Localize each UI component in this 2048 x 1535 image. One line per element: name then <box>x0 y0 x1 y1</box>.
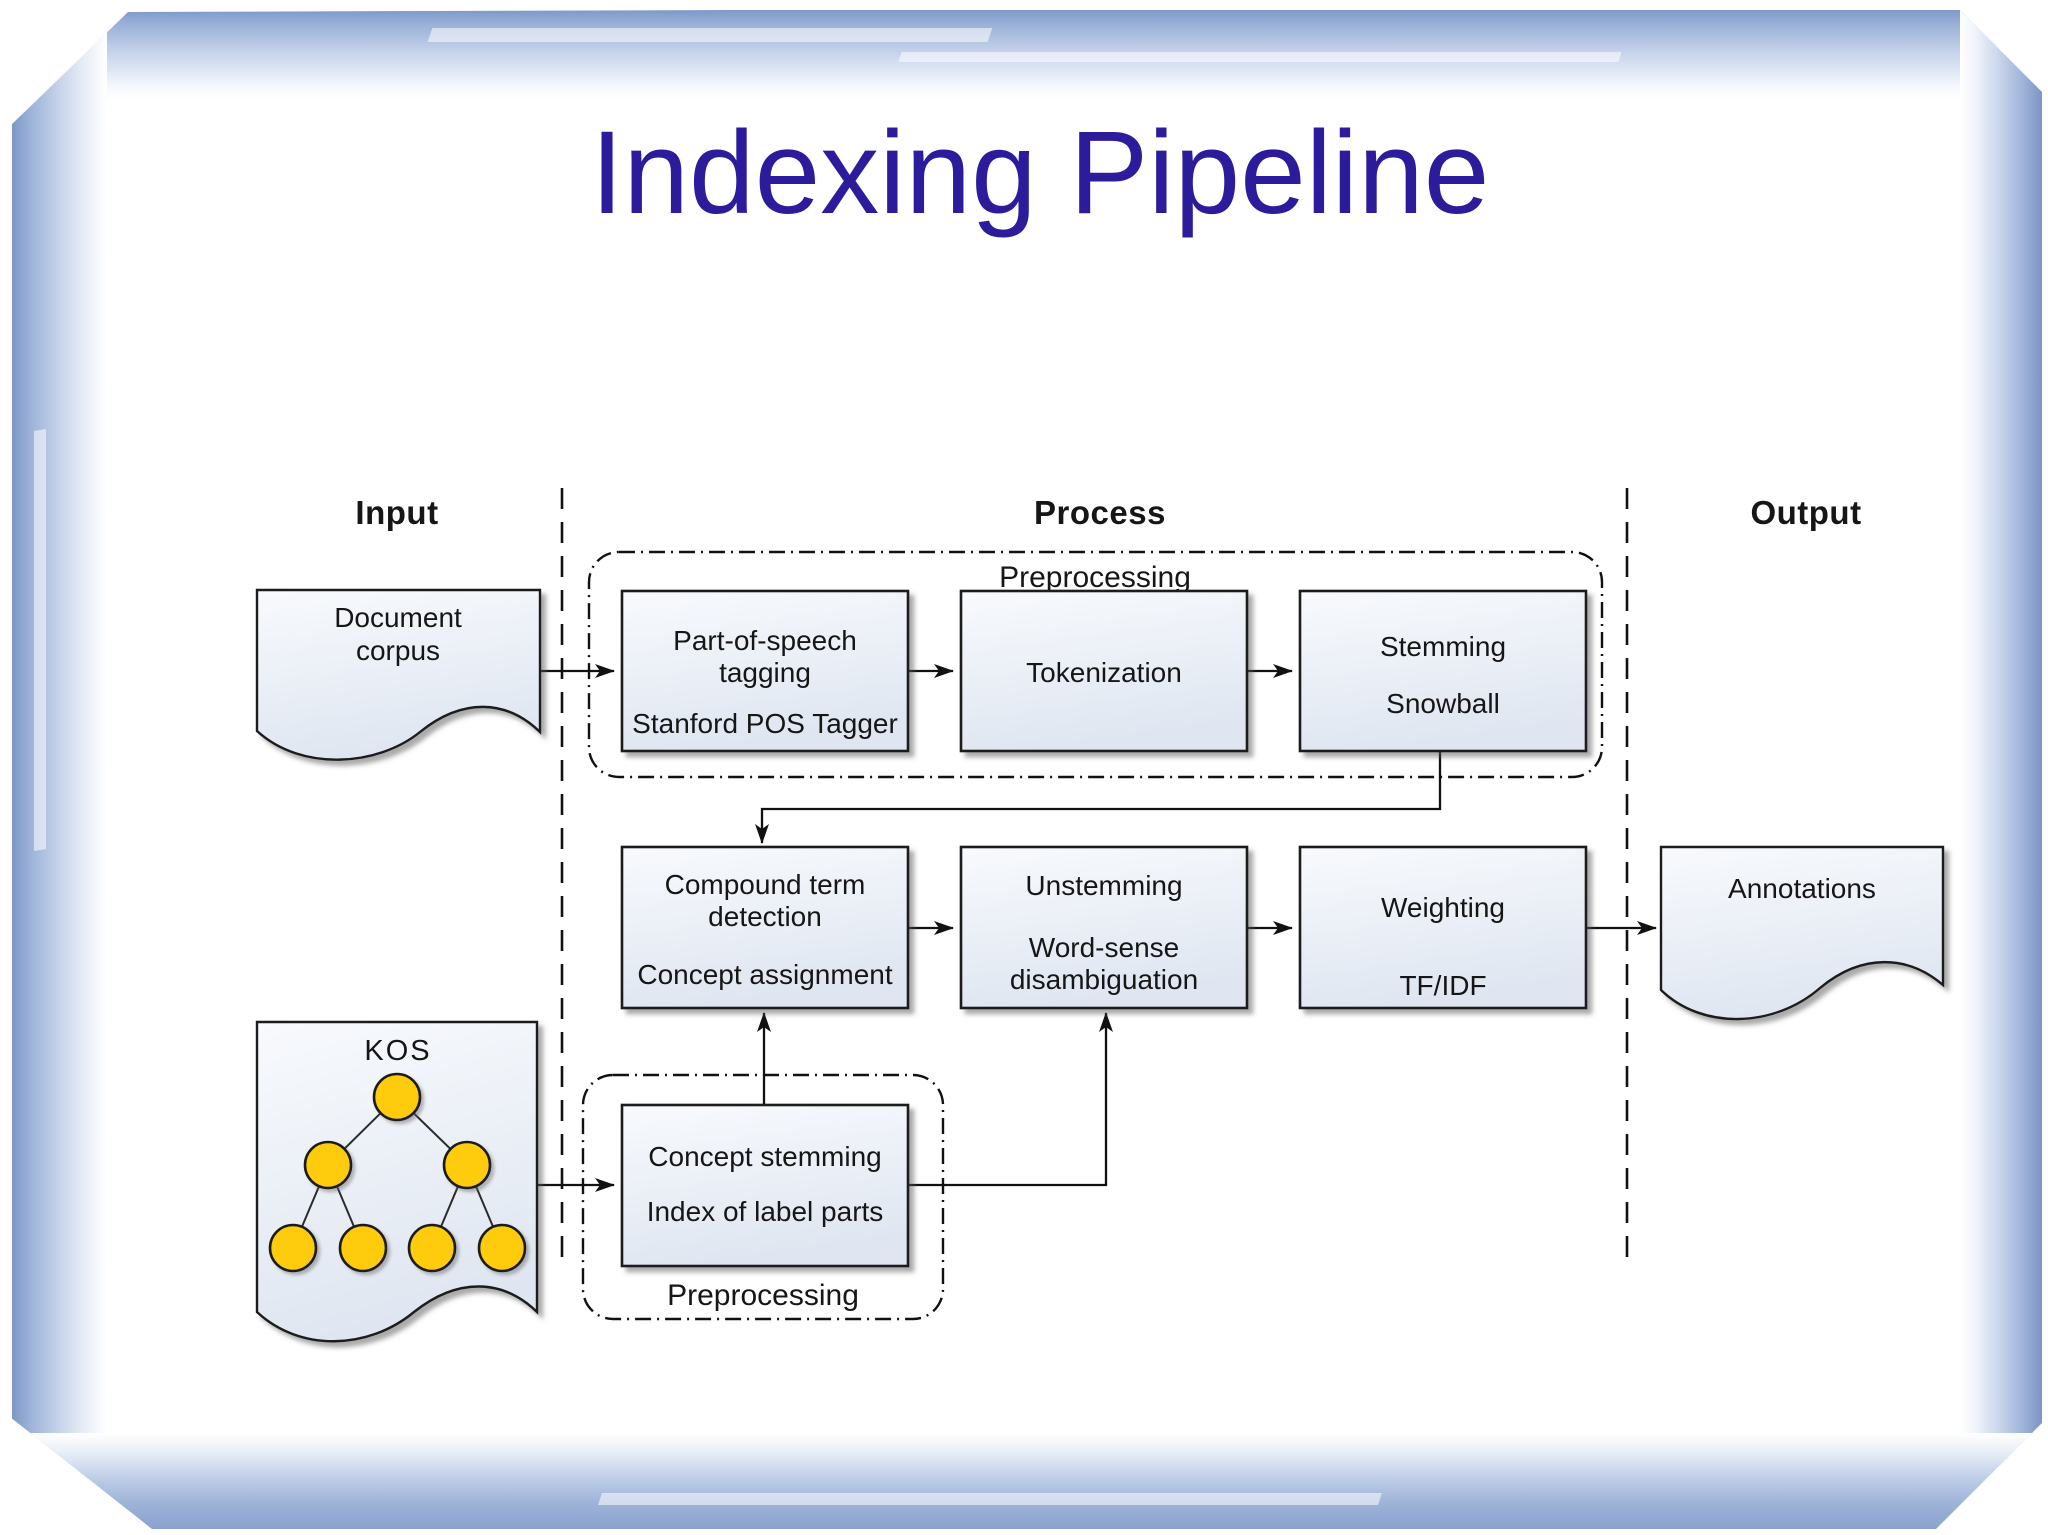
column-header-process: Process <box>1034 494 1166 531</box>
tokenization-box <box>959 589 1249 753</box>
weighting-box <box>1298 845 1588 1010</box>
stemming-label: Stemming <box>1380 631 1506 662</box>
unstemming-label-line1: Unstemming <box>1025 870 1182 901</box>
node-concept-stemming: Concept stemming Index of label parts <box>620 1103 910 1268</box>
node-weighting: Weighting TF/IDF <box>1298 845 1588 1010</box>
kos-tree-nodes <box>268 1072 527 1273</box>
stemming-box <box>1298 589 1588 753</box>
document-corpus-label-line1: Document <box>334 602 462 633</box>
kos-shape <box>255 1020 539 1343</box>
compound-label-line2: detection <box>708 901 822 932</box>
kos-tree-node <box>303 1140 353 1190</box>
kos-tree-node <box>442 1140 492 1190</box>
node-kos: KOS <box>255 1020 539 1343</box>
kos-tree-node <box>338 1223 388 1273</box>
compound-label-line1: Compound term <box>665 869 866 900</box>
weighting-label: Weighting <box>1381 892 1505 923</box>
column-header-input: Input <box>355 494 438 531</box>
node-pos-tagging: Part-of-speech tagging Stanford POS Tagg… <box>620 589 910 753</box>
kos-label: KOS <box>364 1035 431 1067</box>
document-corpus-label-line2: corpus <box>356 635 440 666</box>
node-stemming: Stemming Snowball <box>1298 589 1588 753</box>
compound-term-detection-box <box>620 845 910 1010</box>
unstemming-box <box>959 845 1249 1010</box>
arrow-conceptstemming-to-unstemming <box>908 1012 1113 1187</box>
node-compound-term-detection: Compound term detection Concept assignme… <box>620 845 910 1010</box>
pos-tagging-label-line2: tagging <box>719 657 811 688</box>
tokenization-label: Tokenization <box>1026 657 1182 688</box>
node-document-corpus: Document corpus <box>255 588 542 761</box>
unstemming-label-line3: disambiguation <box>1010 964 1198 995</box>
stemming-tool-label: Snowball <box>1386 688 1500 719</box>
group-top-preprocessing <box>587 550 1604 779</box>
unstemming-label-line2: Word-sense <box>1029 932 1179 963</box>
node-annotations: Annotations <box>1659 845 1945 1021</box>
compound-tool-label: Concept assignment <box>637 959 892 990</box>
annotations-shape <box>1659 845 1945 1021</box>
concept-stemming-label-line1: Concept stemming <box>648 1141 881 1172</box>
kos-tree-node <box>477 1223 527 1273</box>
kos-tree-node <box>268 1223 318 1273</box>
pos-tagging-box <box>620 589 910 753</box>
slide-title: Indexing Pipeline <box>591 107 1490 239</box>
weighting-tool-label: TF/IDF <box>1399 970 1486 1001</box>
arrow-stemming-to-compound <box>755 751 1442 844</box>
node-unstemming: Unstemming Word-sense disambiguation <box>959 845 1249 1010</box>
concept-stemming-label-line2: Index of label parts <box>647 1196 884 1227</box>
column-header-output: Output <box>1750 494 1861 531</box>
kos-tree-node <box>407 1223 457 1273</box>
pos-tagging-tool-label: Stanford POS Tagger <box>632 708 898 739</box>
document-corpus-shape <box>255 588 542 761</box>
group-bottom-preprocessing-label: Preprocessing <box>667 1279 859 1312</box>
kos-tree-root-node <box>372 1072 422 1122</box>
pos-tagging-label-line1: Part-of-speech <box>673 625 857 656</box>
concept-stemming-box <box>620 1103 910 1268</box>
group-top-preprocessing-label: Preprocessing <box>999 561 1191 594</box>
node-tokenization: Tokenization <box>959 589 1249 753</box>
annotations-label: Annotations <box>1728 873 1876 904</box>
